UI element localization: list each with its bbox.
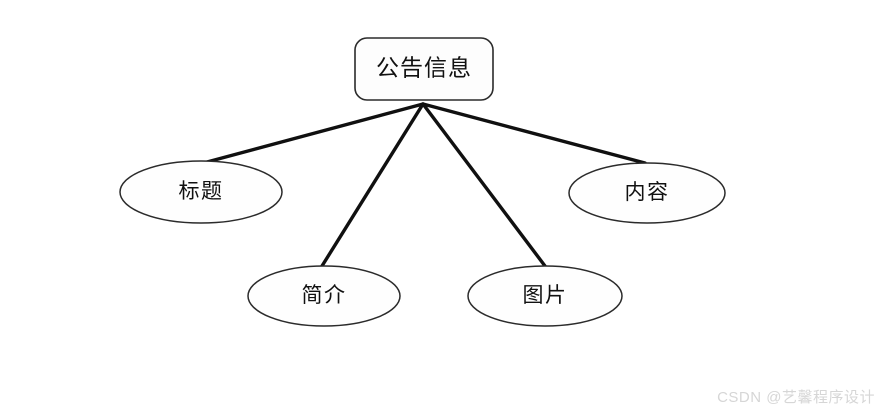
edge-entity-to-tupian [421,102,547,268]
edge-group [205,102,647,268]
edge-entity-to-biaoti [205,102,425,164]
attribute-node-neirong[interactable]: 内容 [568,162,726,224]
attribute-node-biaoti[interactable]: 标题 [119,160,283,224]
attribute-node-jianjie[interactable]: 简介 [247,265,401,327]
attribute-shape [568,162,726,224]
attribute-shape [247,265,401,327]
edge-entity-to-neirong [421,102,647,165]
attribute-label: 图片 [523,283,568,307]
entity-node-gonggaoxinxi[interactable]: 公告信息 [354,37,494,101]
attribute-node-tupian[interactable]: 图片 [467,265,623,327]
entity-shape [354,37,494,101]
attribute-label: 内容 [625,180,670,204]
csdn-watermark: CSDN @艺馨程序设计 [717,389,875,406]
entity-label: 公告信息 [376,55,472,80]
attribute-label: 简介 [302,283,347,307]
attribute-shape [467,265,623,327]
attribute-label: 标题 [179,179,224,203]
edge-entity-to-jianjie [320,102,425,268]
attribute-shape [119,160,283,224]
